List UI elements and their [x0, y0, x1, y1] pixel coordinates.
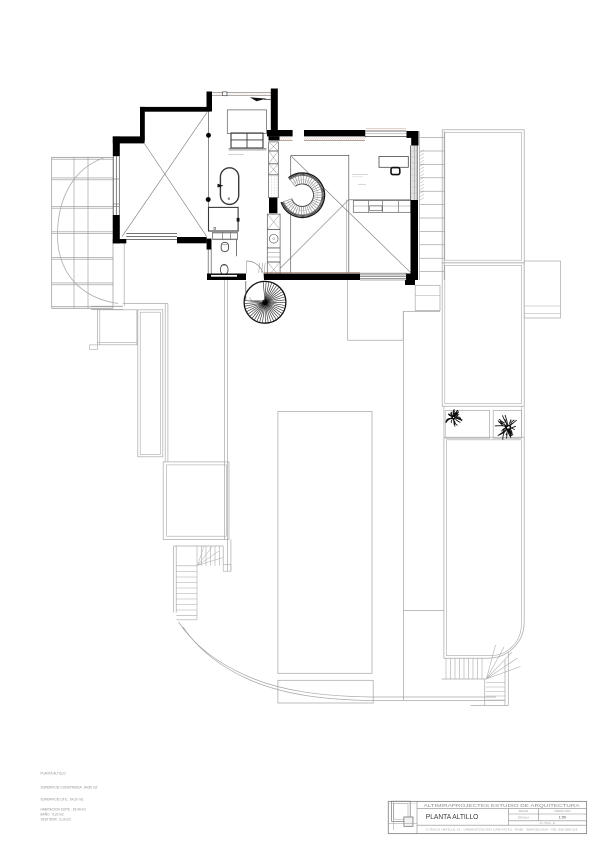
svg-text:HABITACION SUITE : 28,40 m2: HABITACION SUITE : 28,40 m2	[41, 808, 87, 812]
svg-text:FECHA: FECHA	[519, 809, 529, 813]
svg-text:PLANTA ALTILLO: PLANTA ALTILLO	[41, 772, 67, 776]
svg-text:SUPERFICIE UTIL : 64,20 m2: SUPERFICIE UTIL : 64,20 m2	[41, 798, 84, 802]
svg-text:BAÑO : 9,20 m2: BAÑO : 9,20 m2	[41, 812, 64, 817]
svg-text:ESCALA: ESCALA	[518, 816, 529, 820]
svg-text:SUPERFICIE CONSTRUIDA : 84,50: SUPERFICIE CONSTRUIDA : 84,50 m2	[41, 786, 98, 790]
svg-text:ALTIMIRAPROJECTES ESTUDIO DE A: ALTIMIRAPROJECTES ESTUDIO DE ARQUITECTUR…	[424, 803, 581, 808]
svg-text:C/ ROCA I BATLLE 12 - URBANITZ: C/ ROCA I BATLLE 12 - URBANITZACION CAN …	[426, 828, 578, 832]
svg-text:MARZO 2022: MARZO 2022	[555, 809, 571, 813]
svg-text:A3 - PB+E - 01: A3 - PB+E - 01	[539, 822, 556, 825]
svg-text:1:50: 1:50	[559, 816, 566, 820]
svg-text:PLANTA ALTILLO: PLANTA ALTILLO	[426, 814, 479, 821]
svg-text:VESTIDOR : 6,10 m2: VESTIDOR : 6,10 m2	[41, 818, 72, 822]
